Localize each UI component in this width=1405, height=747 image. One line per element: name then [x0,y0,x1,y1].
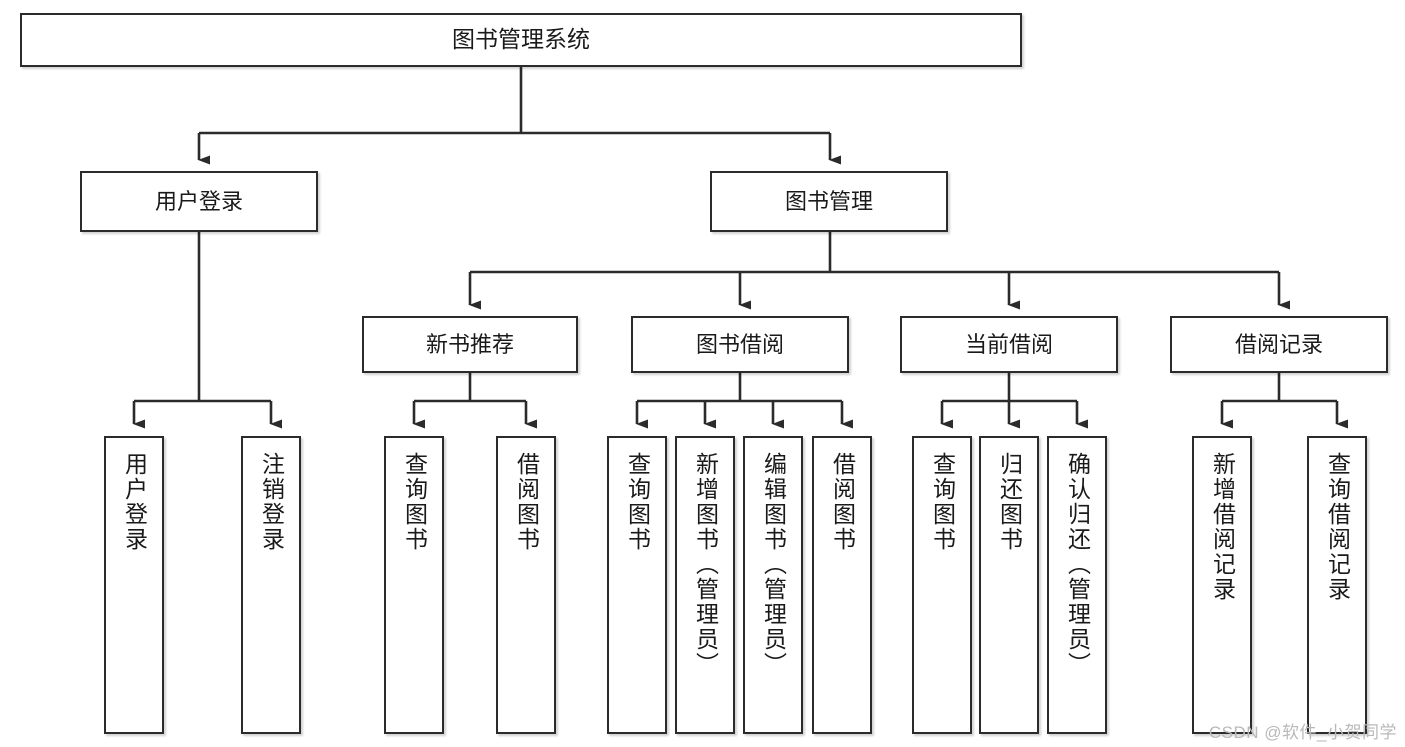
node-label: 注销登录 [258,452,285,552]
node-label: 新书推荐 [425,331,514,357]
leaf-current-borrow-confirm-return-admin[interactable]: 确认归还（管理员） [1047,436,1107,734]
leaf-new-book-query-books[interactable]: 查询图书 [384,436,444,734]
leaf-book-borrow-borrow-books[interactable]: 借阅图书 [812,436,872,734]
node-label: 查询图书 [929,452,956,552]
leaf-user-login-sign-out[interactable]: 注销登录 [241,436,301,734]
node-label: 图书借阅 [695,331,784,357]
node-book-borrow[interactable]: 图书借阅 [631,316,849,373]
node-label: 借阅图书 [513,452,540,552]
node-borrow-record[interactable]: 借阅记录 [1170,316,1388,373]
leaf-new-book-borrow-books[interactable]: 借阅图书 [496,436,556,734]
node-label: 查询图书 [624,452,651,552]
node-label: 归还图书 [996,452,1023,552]
node-root-book-management-system[interactable]: 图书管理系统 [20,13,1022,67]
node-label: 查询图书 [401,452,428,552]
node-label: 用户登录 [121,452,148,552]
leaf-book-borrow-add-book-admin[interactable]: 新增图书（管理员） [675,436,735,734]
node-label: 编辑图书（管理员） [760,452,787,677]
leaf-borrow-record-add-record[interactable]: 新增借阅记录 [1192,436,1252,734]
node-label: 确认归还（管理员） [1064,452,1091,677]
leaf-user-login-sign-in[interactable]: 用户登录 [104,436,164,734]
node-label: 新增图书（管理员） [692,452,719,677]
leaf-current-borrow-query-books[interactable]: 查询图书 [912,436,972,734]
node-label: 新增借阅记录 [1209,452,1236,602]
node-label: 图书管理 [784,188,873,214]
watermark: CSDN @软件_小贺同学 [1208,723,1397,742]
node-label: 用户登录 [154,188,243,214]
leaf-current-borrow-return-books[interactable]: 归还图书 [979,436,1039,734]
leaf-book-borrow-query-books[interactable]: 查询图书 [607,436,667,734]
node-current-borrow[interactable]: 当前借阅 [900,316,1118,373]
node-label: 借阅图书 [829,452,856,552]
node-user-login[interactable]: 用户登录 [80,171,318,232]
node-label: 图书管理系统 [452,26,590,53]
leaf-borrow-record-query-record[interactable]: 查询借阅记录 [1307,436,1367,734]
node-label: 查询借阅记录 [1324,452,1351,602]
node-new-book-recommend[interactable]: 新书推荐 [362,316,578,373]
node-label: 借阅记录 [1234,331,1323,357]
node-book-management[interactable]: 图书管理 [710,171,948,232]
leaf-book-borrow-edit-book-admin[interactable]: 编辑图书（管理员） [743,436,803,734]
node-label: 当前借阅 [964,331,1053,357]
